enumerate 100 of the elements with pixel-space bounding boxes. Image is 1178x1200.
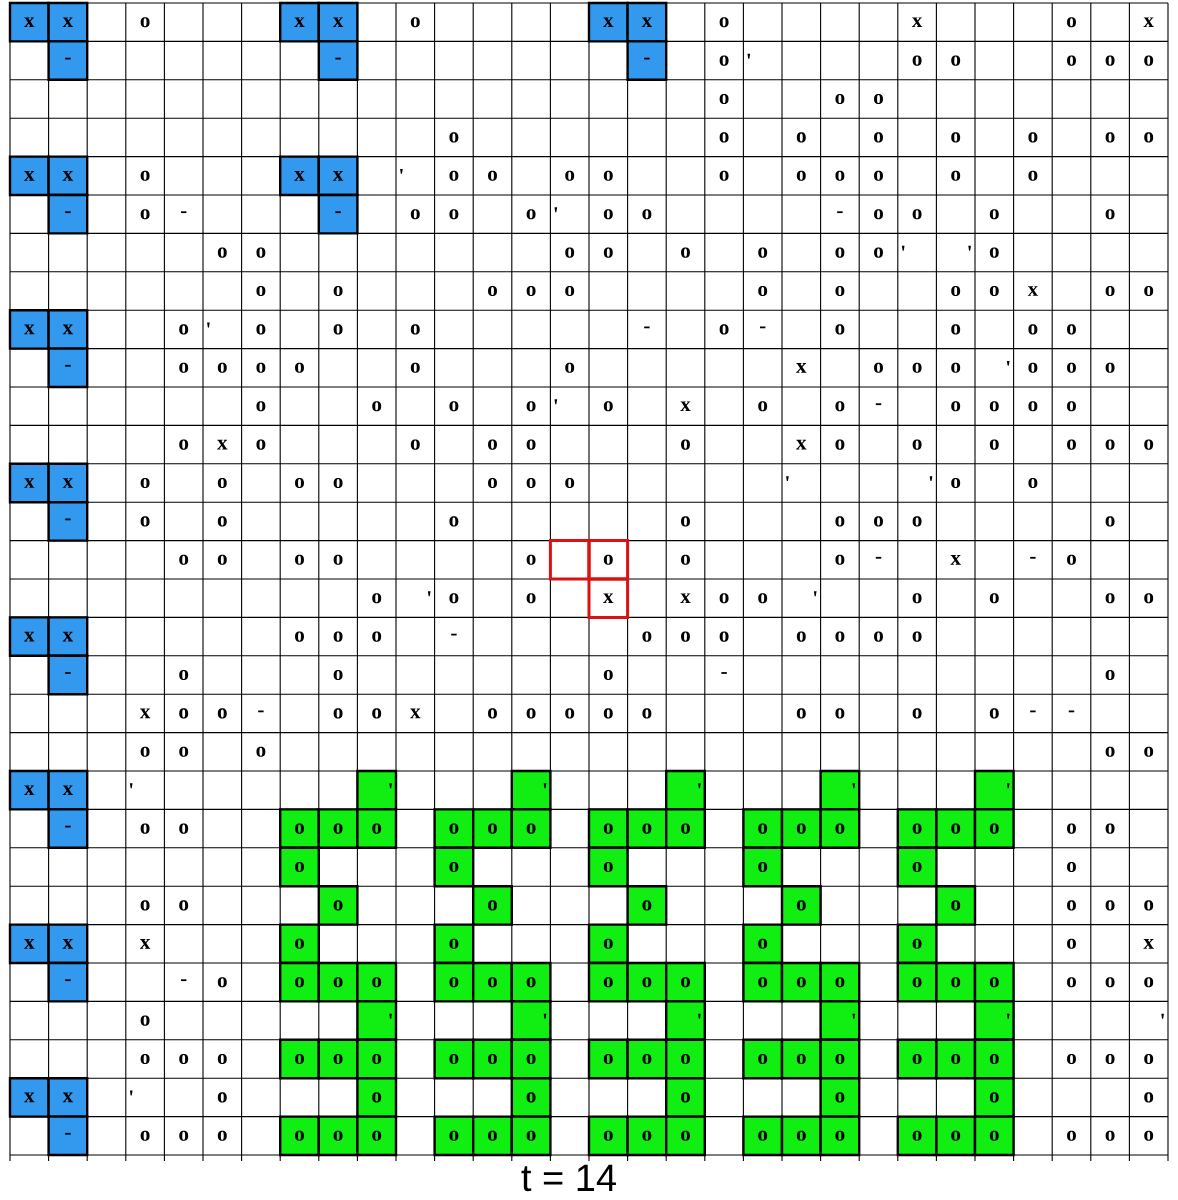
filled-cell: o <box>472 961 513 1003</box>
cell-symbol: o <box>912 439 922 450</box>
filled-cell: o <box>742 1115 784 1157</box>
cell-symbol: o <box>912 708 922 719</box>
cell-symbol: o <box>410 324 420 335</box>
cell-symbol: ' <box>786 476 789 482</box>
cell-symbol: o <box>333 324 343 335</box>
cell-symbol: o <box>565 170 575 181</box>
cell-symbol: o <box>835 516 845 527</box>
cell-symbol: o <box>719 17 729 28</box>
cell-symbol: o <box>410 17 420 28</box>
cell-symbol: o <box>1105 209 1115 220</box>
filled-cell: o <box>433 1038 475 1080</box>
filled-cell: o <box>973 1038 1015 1080</box>
filled-cell: o <box>935 1038 977 1080</box>
cell-symbol: - <box>721 672 727 674</box>
filled-cell: x <box>8 1077 50 1118</box>
filled-cell: ' <box>819 1000 861 1041</box>
cell-symbol: o <box>526 708 536 719</box>
cell-symbol: ' <box>1006 360 1010 366</box>
filled-cell: x <box>47 155 89 197</box>
filled-cell: o <box>742 808 784 849</box>
cell-symbol: o <box>333 669 343 681</box>
filled-cell: o <box>780 885 822 926</box>
cell-symbol: o <box>488 170 497 181</box>
cell-symbol: o <box>681 631 690 642</box>
cell-symbol: o <box>295 631 304 642</box>
cell-symbol: - <box>1068 710 1075 713</box>
filled-cell: o <box>742 1038 784 1080</box>
cell-symbol: o <box>333 708 343 719</box>
cell-symbol: o <box>1144 900 1154 911</box>
cell-symbol: o <box>989 285 999 297</box>
cell-symbol: o <box>1144 1130 1154 1141</box>
cell-symbol: x <box>796 439 807 450</box>
cell-symbol: o <box>217 1092 227 1103</box>
cell-symbol: o <box>1067 324 1076 335</box>
cell-symbol: o <box>642 631 652 642</box>
cell-symbol: o <box>1028 362 1038 373</box>
cell-symbol: o <box>372 708 382 719</box>
cell-symbol: o <box>140 746 150 757</box>
filled-cell: o <box>279 961 320 1003</box>
cell-symbol: o <box>256 247 266 258</box>
cell-symbol: o <box>140 516 150 527</box>
cell-symbol: o <box>681 554 690 565</box>
cell-symbol: o <box>719 324 729 335</box>
cell-symbol: ' <box>554 399 558 405</box>
cell-symbol: o <box>565 708 575 719</box>
filled-cell: - <box>47 40 89 81</box>
filled-cell: o <box>626 808 668 849</box>
cell-symbol: o <box>1028 132 1038 143</box>
filled-cell: o <box>935 808 977 849</box>
cell-symbol: o <box>1144 132 1154 143</box>
cell-symbol: o <box>951 362 961 373</box>
cell-symbol: o <box>835 401 845 412</box>
cell-symbol: o <box>1028 324 1038 335</box>
cell-symbol: o <box>1144 977 1154 988</box>
cell-symbol: o <box>526 209 536 220</box>
filled-cell: o <box>896 923 938 965</box>
cell-symbol: o <box>372 631 382 642</box>
cell-symbol: ' <box>554 207 558 213</box>
filled-cell: ' <box>973 769 1015 811</box>
filled-cell: o <box>665 1115 706 1157</box>
cell-symbol: o <box>449 132 459 143</box>
filled-cell: x <box>8 616 50 657</box>
cell-symbol: o <box>1144 439 1154 450</box>
cell-symbol: o <box>989 209 999 220</box>
cell-symbol: x <box>1143 17 1154 28</box>
filled-cell: ' <box>356 1000 398 1041</box>
filled-cell: o <box>317 885 359 926</box>
filled-cell: o <box>780 1038 822 1080</box>
cell-symbol: o <box>1067 439 1076 450</box>
cell-symbol: o <box>989 247 999 258</box>
cell-symbol: ' <box>968 245 971 251</box>
cell-symbol: o <box>565 362 575 373</box>
filled-cell: o <box>510 961 552 1003</box>
cell-symbol: o <box>796 708 806 719</box>
filled-cell: - <box>47 501 89 542</box>
filled-cell: o <box>472 885 513 926</box>
cell-symbol: o <box>217 1053 227 1065</box>
cell-symbol: o <box>179 669 189 681</box>
cell-symbol: o <box>565 477 575 489</box>
cell-symbol: o <box>140 17 150 28</box>
cell-symbol: - <box>837 211 843 214</box>
filled-cell: o <box>665 1038 706 1080</box>
cell-symbol: - <box>1030 556 1036 559</box>
filled-cell: o <box>973 1077 1015 1118</box>
cell-symbol: o <box>1144 285 1154 297</box>
cell-symbol: o <box>1144 55 1154 66</box>
cell-symbol: x <box>1027 286 1039 296</box>
filled-cell: o <box>510 1077 552 1118</box>
cell-symbol: o <box>140 477 150 489</box>
filled-cell: o <box>472 808 513 849</box>
cell-symbol: x <box>680 593 691 604</box>
cell-symbol: o <box>179 823 189 834</box>
cell-symbol: o <box>256 746 266 757</box>
cell-symbol: o <box>449 516 459 527</box>
filled-cell: o <box>742 923 784 965</box>
filled-cell: o <box>433 961 475 1003</box>
cell-symbol: o <box>1105 746 1115 757</box>
cell-symbol: - <box>644 326 650 329</box>
